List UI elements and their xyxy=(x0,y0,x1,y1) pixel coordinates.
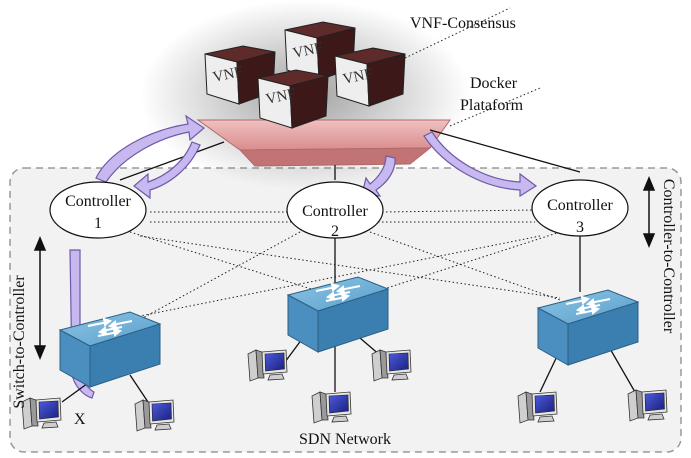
switch-to-controller-label: Switch-to-Controller xyxy=(11,275,28,409)
controller-to-controller-arrow xyxy=(642,176,656,248)
svg-text:Controller: Controller xyxy=(65,193,131,210)
vnf-cube: VNF xyxy=(204,45,276,105)
failure-mark: X xyxy=(74,411,86,428)
svg-text:2: 2 xyxy=(331,223,339,240)
sdn-network-label: SDN Network xyxy=(299,431,391,448)
vnf-cube: VNF xyxy=(334,47,406,107)
vnf-cubes: VNF VNF VNF VNF xyxy=(204,21,406,129)
svg-text:1: 1 xyxy=(94,215,102,232)
controller-1: Controller 1 xyxy=(49,181,147,239)
svg-text:Controller: Controller xyxy=(302,203,368,220)
docker-label: Docker xyxy=(470,75,518,92)
svg-text:VNF: VNF xyxy=(212,64,245,86)
vnf-cube: VNF xyxy=(257,69,329,129)
svg-text:VNF: VNF xyxy=(292,40,325,62)
svg-text:VNF: VNF xyxy=(342,66,375,88)
docker-platform xyxy=(196,119,451,167)
svg-text:VNF: VNF xyxy=(265,86,298,108)
controller-2: Controller 2 xyxy=(286,181,384,240)
svg-text:Controller: Controller xyxy=(547,197,613,214)
svg-text:3: 3 xyxy=(576,219,584,236)
plataform-label: Plataform xyxy=(460,97,524,114)
controller-3: Controller 3 xyxy=(531,179,629,237)
vnf-cube: VNF xyxy=(284,21,356,81)
controller-to-controller-label: Controller-to-Controller xyxy=(660,179,677,334)
vnf-consensus-label: VNF-Consensus xyxy=(410,15,516,32)
switch-to-controller-arrow xyxy=(33,236,47,360)
